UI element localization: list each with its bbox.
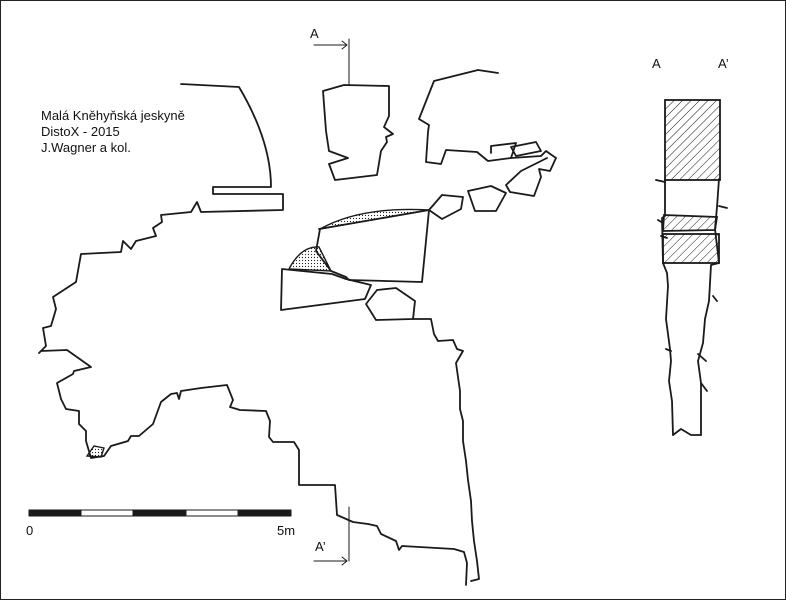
cave-wall-upper-right bbox=[418, 69, 517, 165]
profile-block-lower bbox=[662, 233, 720, 264]
cave-name: Malá Kněhyňská jeskyně bbox=[41, 108, 185, 123]
section-label-a-top: A bbox=[310, 26, 319, 41]
cave-wall-central-3 bbox=[365, 287, 416, 321]
profile-floor bbox=[672, 428, 702, 436]
scale-bar bbox=[28, 509, 292, 517]
survey-method: DistoX - 2015 bbox=[41, 124, 120, 139]
profile-block-upper bbox=[664, 99, 721, 181]
section-label-a-prime-bottom: A’ bbox=[315, 539, 326, 554]
cave-wall-central-right bbox=[412, 318, 480, 582]
scale-label-end: 5m bbox=[277, 523, 296, 538]
cave-wall-upper-left bbox=[38, 83, 284, 354]
cave-wall-right-chain-2 bbox=[510, 141, 542, 157]
profile-outline-left bbox=[661, 178, 674, 436]
map-title-block: Malá Kněhyňská jeskyně DistoX - 2015 J.W… bbox=[41, 108, 185, 156]
sediment-upper bbox=[319, 208, 430, 230]
survey-authors: J.Wagner a kol. bbox=[41, 140, 131, 155]
sediment-lower bbox=[287, 246, 333, 272]
profile-block-middle bbox=[662, 214, 719, 232]
cave-wall-right-chain-1 bbox=[505, 150, 557, 197]
sediment-left-blocks bbox=[85, 445, 105, 458]
cave-wall-right-chain-3 bbox=[467, 185, 507, 212]
section-line-a-prime bbox=[313, 506, 350, 566]
cave-wall-upper-block bbox=[322, 84, 394, 181]
scale-label-start: 0 bbox=[26, 523, 34, 538]
section-line-a bbox=[313, 38, 350, 86]
profile-label-a: A bbox=[652, 56, 661, 71]
cave-wall-left-lobe bbox=[40, 349, 468, 586]
cave-wall-central-1 bbox=[315, 209, 430, 283]
cave-wall-central-2 bbox=[280, 268, 372, 311]
profile-label-a-prime: A’ bbox=[718, 56, 729, 71]
cave-wall-right-chain-4 bbox=[428, 194, 464, 220]
